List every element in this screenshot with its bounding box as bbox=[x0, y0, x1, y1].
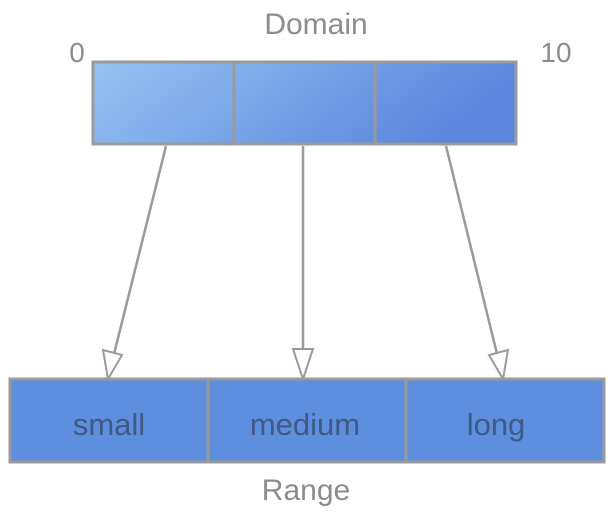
range-cell-medium bbox=[206, 377, 408, 464]
range-cell-small bbox=[8, 377, 210, 464]
mapping-arrows bbox=[101, 145, 510, 383]
range-label-small: small bbox=[73, 407, 145, 442]
range-label-medium: medium bbox=[250, 407, 360, 442]
range-title: Range bbox=[262, 474, 350, 507]
arrow-head-icon bbox=[101, 348, 124, 382]
domain-segment-3 bbox=[373, 60, 518, 146]
domain-max-label: 10 bbox=[540, 37, 571, 68]
range-cell-long bbox=[404, 377, 606, 464]
mapping-arrow-1 bbox=[101, 145, 168, 382]
mapping-arrow-3 bbox=[444, 145, 510, 382]
range-bar: small medium long bbox=[8, 377, 606, 464]
domain-title: Domain bbox=[264, 8, 367, 41]
arrow-head-icon bbox=[291, 348, 315, 383]
domain-min-label: 0 bbox=[69, 37, 85, 68]
mapping-arrow-2 bbox=[291, 146, 315, 383]
domain-bar bbox=[91, 60, 518, 146]
domain-bar-fill bbox=[93, 62, 516, 144]
range-label-long: long bbox=[467, 407, 526, 442]
arrow-head-icon bbox=[487, 348, 510, 382]
